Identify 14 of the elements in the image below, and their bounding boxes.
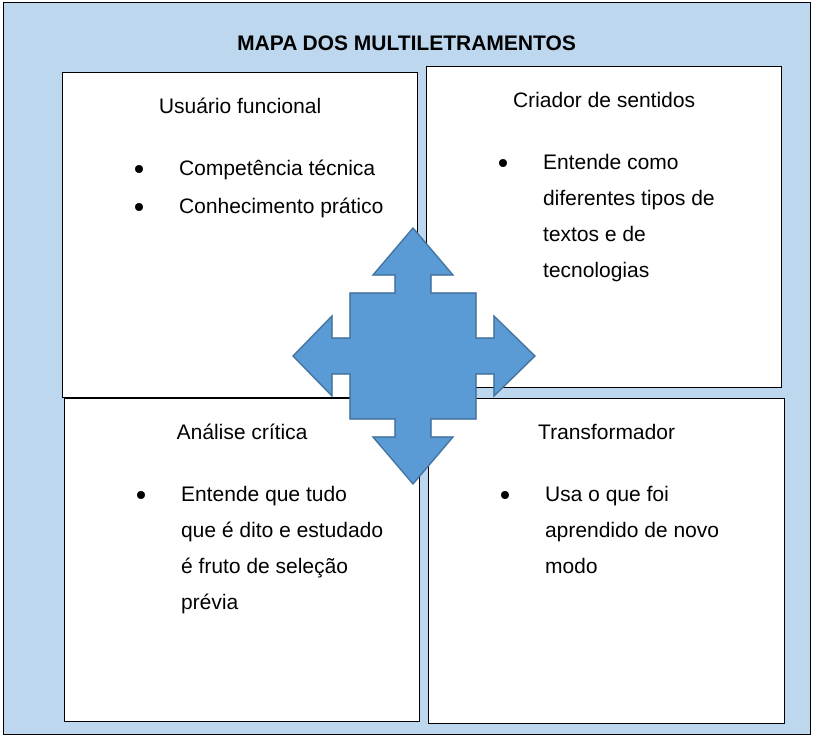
- text-box: [428, 398, 785, 724]
- bullet-text: Entende que tudo que é dito e estudado é fruto de seleção prévia: [181, 482, 384, 616]
- box-heading: Usuário funcional: [158, 95, 322, 119]
- bullet-text: Entende como diferentes tipos de textos e de tecnologias: [543, 150, 716, 284]
- diagram-title: MAPA DOS MULTILETRAMENTOS: [236, 32, 577, 56]
- box-heading: Análise crítica: [176, 421, 308, 445]
- bullet-text: Competência técnica: [179, 156, 376, 182]
- box-heading: Transformador: [537, 421, 676, 445]
- text-box: [62, 72, 418, 398]
- text-box: [64, 398, 420, 722]
- box-heading: Criador de sentidos: [512, 89, 696, 113]
- bullet-text: Conhecimento prático: [179, 194, 384, 220]
- bullet-text: Usa o que foi aprendido de novo modo: [545, 482, 720, 580]
- text-box: [426, 66, 782, 388]
